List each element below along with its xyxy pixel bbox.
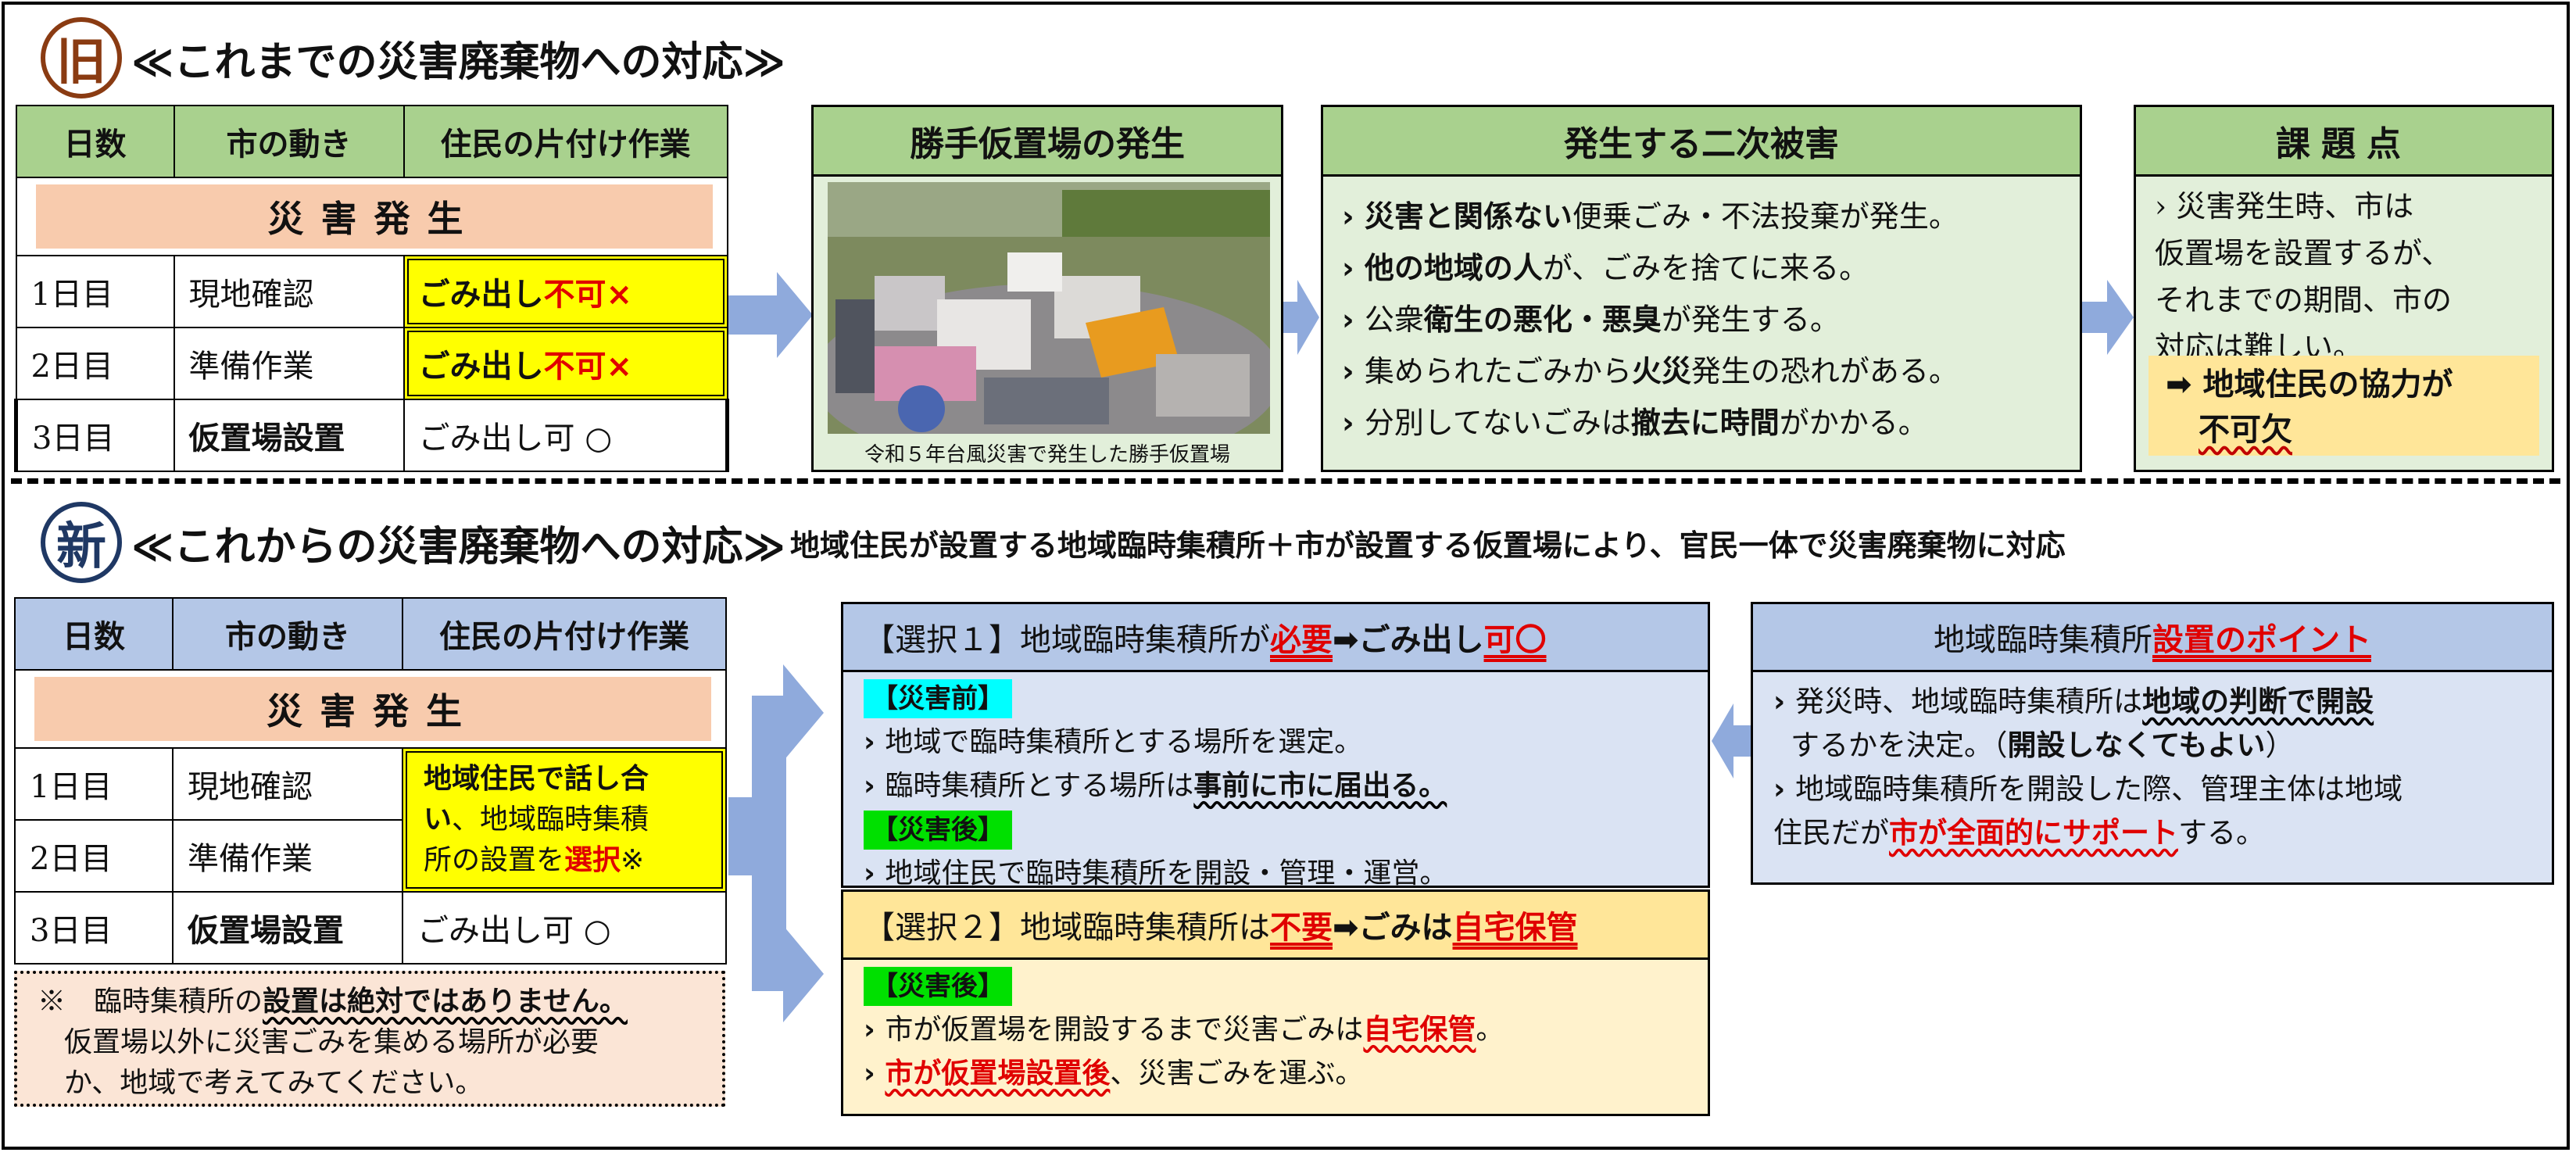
panel-title: 課題点 [2136,107,2552,177]
col-header-resident-work: 住民の片付け作業 [402,105,728,178]
table-row: 3日目 仮置場設置 ごみ出し可 ○ [14,891,727,965]
resident-choice-cell: 地域住民で話し合い、地域臨時集積所の設置を選択※ [402,747,727,893]
new-section-subtitle: 地域住民が設置する地域臨時集積所＋市が設置する仮置場により、官民一体で災害廃棄物… [789,528,2066,563]
after-disaster-tag: 【災害後】 [864,811,1012,850]
issues-panel: 課題点 › 災害発生時、市は 仮置場を設置するが、 それまでの期間、市の 対応は… [2134,105,2554,472]
garbage-status-cell: ごみ出し可 ○ [402,399,729,472]
action-cell: 準備作業 [173,327,405,400]
conclusion-box: ➡ 地域住民の協力が 不可欠 [2148,356,2539,456]
day-cell: 3日目 [14,891,174,965]
ad-hoc-site-panel: 勝手仮置場の発生 令和５年台風災害で発生した勝手仮置場 [811,105,1283,472]
col-header-days: 日数 [15,105,175,178]
disaster-occurs-bar: 災害発生 [35,184,713,249]
table-row: 1日目 現地確認 ごみ出し不可× [15,255,728,328]
day-cell: 2日目 [14,819,174,893]
key-points-title: 地域臨時集積所設置のポイント [1753,604,2552,672]
new-timeline-table: 日数 市の動き 住民の片付け作業 災害発生 1日目 現地確認 地域住民で話し合い… [14,597,727,965]
arrow-right-icon [1277,280,1319,355]
old-section-header: 旧 ≪これまでの災害廃棄物への対応≫ [41,17,785,98]
day-cell: 2日目 [15,327,175,400]
branch-arrow-icon [728,664,824,1022]
option-2-title: 【選択２】地域臨時集積所は不要➡ごみは自宅保管 [843,892,1708,960]
panel-title: 発生する二次被害 [1323,107,2080,177]
day-cell: 1日目 [15,255,175,328]
day-cell: 1日目 [14,747,174,821]
panel-title: 勝手仮置場の発生 [814,107,1281,177]
new-section-title: ≪これからの災害廃棄物への対応≫ [131,523,785,571]
list-item: 地域住民で臨時集積所を開設・管理・運営。 [864,852,1700,896]
option-2-body: 【災害後】 市が仮置場を開設するまで災害ごみは自宅保管。 市が仮置場設置後、災害… [843,960,1708,1096]
action-cell: 現地確認 [172,747,403,821]
debris-pile-photo [828,182,1270,434]
new-badge-icon: 新 [41,502,122,583]
damage-list: 災害と関係ない便乗ごみ・不法投棄が発生。 他の地域の人が、ごみを捨てに来る。 公… [1323,177,2080,449]
day-cell: 3日目 [14,399,175,472]
action-cell: 仮置場設置 [173,399,405,472]
list-item: 公衆衛生の悪化・悪臭が発生する。 [1342,294,2069,345]
list-item: 分別してないごみは撤去に時間がかかる。 [1342,397,2069,449]
option-1-body: 【災害前】 地域で臨時集積所とする場所を選定。 臨時集積所とする場所は事前に市に… [843,672,1708,896]
after-disaster-tag: 【災害後】 [864,967,1012,1006]
list-item: 災害と関係ない便乗ごみ・不法投棄が発生。 [1342,191,2069,242]
action-cell: 仮置場設置 [172,891,403,965]
arrow-right-icon [2079,280,2134,355]
list-item: 集められたごみから火災発生の恐れがある。 [1342,345,2069,397]
action-cell: 準備作業 [172,819,403,893]
old-badge-icon: 旧 [41,17,122,98]
old-section-title: ≪これまでの災害廃棄物への対応≫ [131,38,785,86]
garbage-status-cell: ごみ出し可 ○ [402,891,727,965]
issue-text: › 災害発生時、市は 仮置場を設置するが、 それまでの期間、市の 対応は難しい。 [2155,189,2453,364]
before-disaster-tag: 【災害前】 [864,679,1012,718]
disaster-occurs-bar: 災害発生 [34,677,711,741]
key-points-body: 発災時、地域臨時集積所は地域の判断で開設 するかを決定。（開設しなくてもよい） … [1753,672,2552,855]
col-header-city-action: 市の動き [173,105,405,178]
arrow-right-icon [728,272,813,358]
note-box: ※ 臨時集積所の設置は絶対ではありません。 仮置場以外に災害ごみを集める場所が必… [14,971,725,1107]
list-item: 地域で臨時集積所とする場所を選定。 [864,721,1700,764]
garbage-status-cell: ごみ出し不可× [402,327,728,400]
col-header-city-action: 市の動き [172,597,403,671]
table-row: 1日目 現地確認 地域住民で話し合い、地域臨時集積所の設置を選択※ [14,747,727,893]
col-header-resident-work: 住民の片付け作業 [402,597,727,671]
old-timeline-table: 日数 市の動き 住民の片付け作業 災害発生 1日目 現地確認 ごみ出し不可× 2… [14,105,729,472]
arrow-left-icon [1712,703,1752,778]
action-cell: 現地確認 [173,255,405,328]
garbage-status-cell: ごみ出し不可× [402,255,728,328]
secondary-damage-panel: 発生する二次被害 災害と関係ない便乗ごみ・不法投棄が発生。 他の地域の人が、ごみ… [1321,105,2082,472]
table-row: 3日目 仮置場設置 ごみ出し可 ○ [14,399,729,472]
list-item: 市が仮置場を開設するまで災害ごみは自宅保管。 [864,1008,1700,1052]
section-divider [11,478,2560,484]
photo-caption: 令和５年台風災害で発生した勝手仮置場 [864,443,1230,467]
table-row: 2日目 準備作業 ごみ出し不可× [15,327,728,400]
col-header-days: 日数 [14,597,174,671]
new-section-header: 新 ≪これからの災害廃棄物への対応≫ 地域住民が設置する地域臨時集積所＋市が設置… [41,502,2066,583]
list-item: 臨時集積所とする場所は事前に市に届出る。 [864,764,1700,808]
option-1-title: 【選択１】地域臨時集積所が必要➡ごみ出し可〇 [843,604,1708,672]
table-row: 2日目 準備作業 [14,819,726,893]
list-item: 市が仮置場設置後、災害ごみを運ぶ。 [864,1052,1700,1096]
list-item: 他の地域の人が、ごみを捨てに来る。 [1342,242,2069,294]
